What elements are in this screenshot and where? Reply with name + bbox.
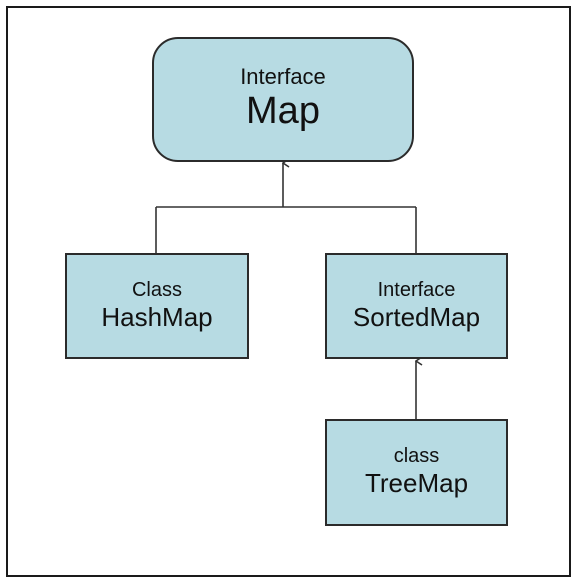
treemap-name-label: TreeMap [364,468,469,499]
treemap-kind-label: class [393,445,440,468]
treemap-class-box: class TreeMap [325,419,508,526]
map-kind-label: Interface [240,64,326,90]
sortedmap-kind-label: Interface [377,278,456,301]
map-interface-box: Interface Map [152,37,414,162]
sortedmap-interface-box: Interface SortedMap [325,253,508,359]
hashmap-class-box: Class HashMap [65,253,249,359]
hashmap-kind-label: Class [131,278,182,301]
sortedmap-name-label: SortedMap [352,301,481,332]
hashmap-name-label: HashMap [101,301,213,332]
map-name-label: Map [246,90,320,133]
